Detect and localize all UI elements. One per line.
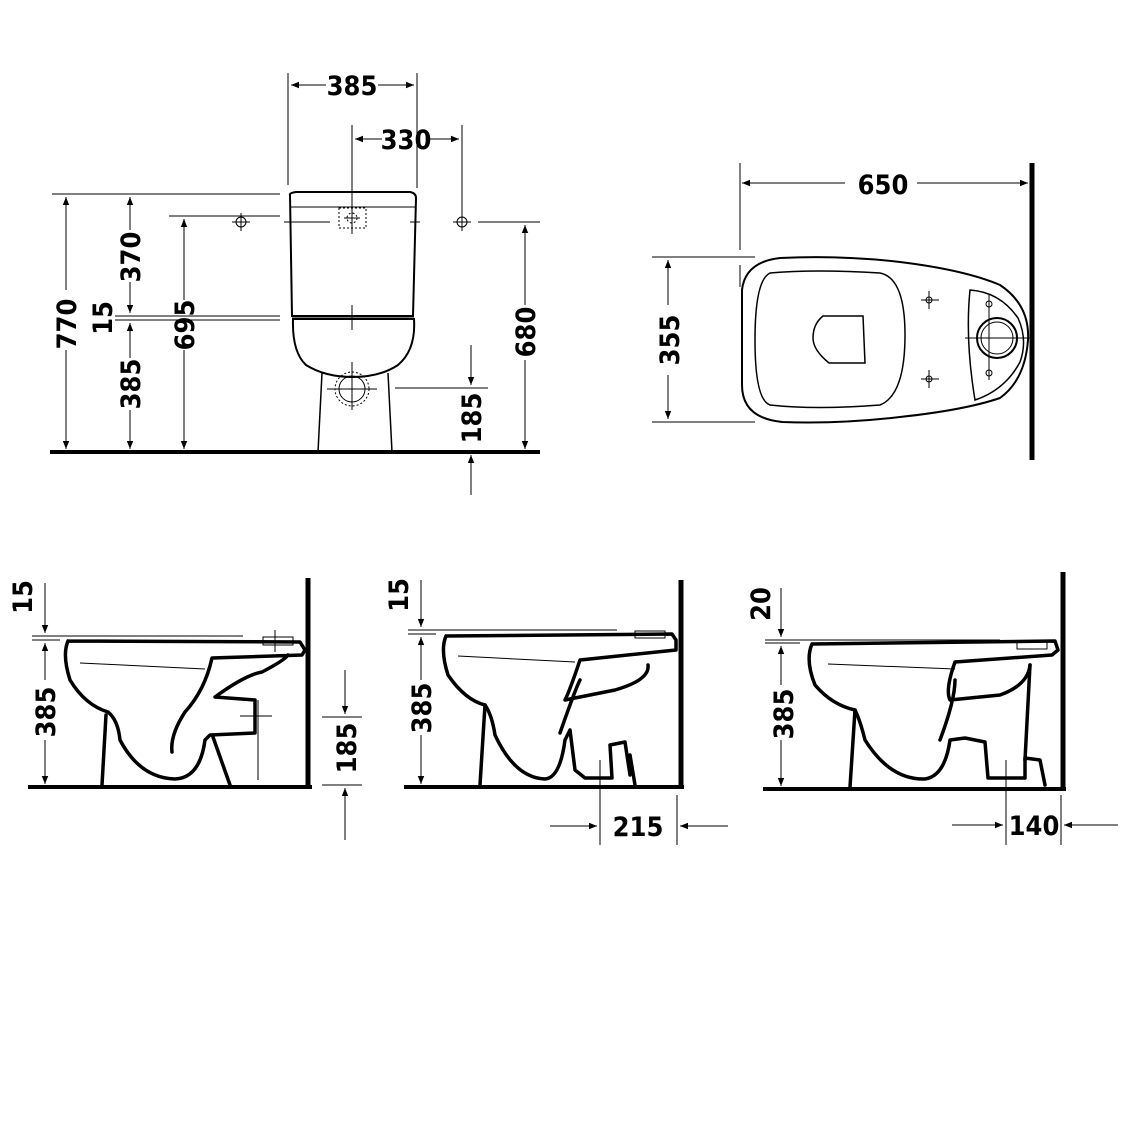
dim-outlet-185: 185 xyxy=(457,393,488,444)
dim-seat-gap-15: 15 xyxy=(384,578,415,612)
dim-rim-385: 385 xyxy=(407,683,438,734)
dim-bowl-385: 385 xyxy=(116,359,147,410)
dim-width-355: 355 xyxy=(655,315,686,366)
bowl-profile xyxy=(807,639,1060,787)
dim-inlet-695: 695 xyxy=(170,300,201,351)
cistern-outline xyxy=(288,191,418,317)
hinge-outline xyxy=(1016,641,1048,650)
dim-depth-650: 650 xyxy=(858,170,909,201)
dim-fixing-680: 680 xyxy=(511,307,542,358)
seat-fixing-hole-bottom xyxy=(921,370,939,388)
dim-outlet-140: 140 xyxy=(1009,811,1060,842)
side-view-vertical-outlet-215: 15 385 215 xyxy=(384,578,728,845)
bowl-top-outline xyxy=(741,256,1030,424)
side-view-vertical-outlet-140: 20 385 140 xyxy=(746,572,1118,845)
pedestal-profile xyxy=(848,663,1032,789)
dim-height-770: 770 xyxy=(52,299,83,350)
dim-seat-gap-20: 20 xyxy=(746,587,777,621)
cistern-seat xyxy=(967,289,1025,401)
dim-hole-spacing-330: 330 xyxy=(381,125,432,156)
side-view-horizontal-outlet: 15 385 185 xyxy=(8,578,363,840)
drain-opening xyxy=(812,315,866,364)
dim-outlet-185: 185 xyxy=(332,723,363,774)
pedestal-outline xyxy=(317,372,393,453)
pedestal-profile xyxy=(478,703,637,787)
seat-opening xyxy=(754,270,906,409)
hinge-outline xyxy=(262,636,294,646)
fixing-hole-right xyxy=(453,125,471,231)
front-view: 385 330 770 370 15 385 695 680 185 xyxy=(50,71,542,495)
dim-tank-370: 370 xyxy=(116,232,147,283)
dim-width-385: 385 xyxy=(327,71,378,102)
bowl-profile xyxy=(441,632,678,781)
seat-fixing-hole-top xyxy=(921,291,939,309)
dim-rim-385: 385 xyxy=(769,689,800,740)
bowl-outline xyxy=(291,318,416,379)
hinge-outline xyxy=(634,630,666,639)
dim-seat-gap-15: 15 xyxy=(8,580,39,614)
dim-rim-385: 385 xyxy=(31,687,62,738)
dim-gap-15: 15 xyxy=(88,301,119,335)
pedestal-profile xyxy=(100,713,232,787)
top-view: 650 355 xyxy=(652,163,1035,460)
dim-outlet-215: 215 xyxy=(613,812,664,843)
bowl-profile xyxy=(63,639,307,781)
